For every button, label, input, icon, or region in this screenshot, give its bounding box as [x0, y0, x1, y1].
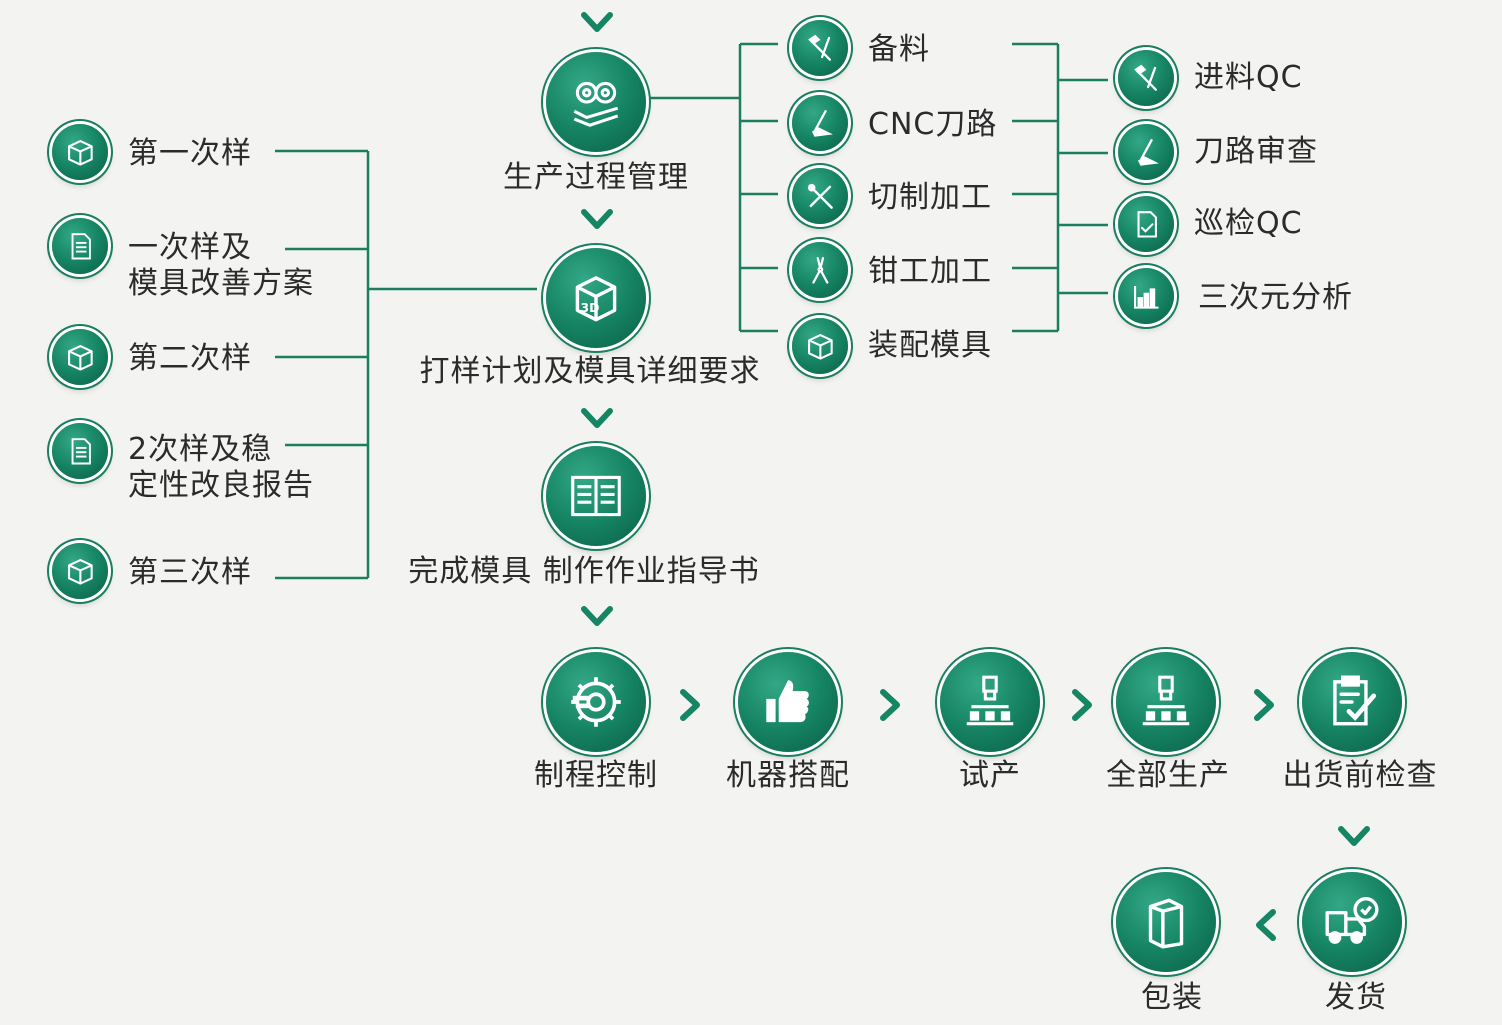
document-icon — [52, 218, 108, 274]
process-item — [792, 242, 848, 298]
arrow-right-icon — [1252, 688, 1278, 722]
qc-label: 进料QC — [1194, 60, 1303, 95]
pliers-icon — [792, 242, 848, 298]
gear-arrow-icon — [546, 652, 646, 752]
checklist-icon — [1118, 196, 1174, 252]
box-icon — [52, 543, 108, 599]
sample-label: 定性改良报告 — [128, 468, 314, 503]
sample-item — [52, 124, 108, 180]
node-label: 完成模具 制作作业指导书 — [408, 554, 760, 589]
box-icon — [52, 329, 108, 385]
truck-check-icon — [1302, 872, 1402, 972]
chart-icon — [1118, 268, 1174, 324]
sample-label: 第二次样 — [128, 341, 252, 376]
sample-item — [52, 329, 108, 385]
qc-label: 刀路审查 — [1194, 134, 1318, 169]
process-label: 钳工加工 — [868, 254, 992, 289]
arrow-down-icon — [580, 406, 614, 432]
arrow-left-icon — [1252, 908, 1278, 942]
arrow-right-icon — [878, 688, 904, 722]
production-line-icon — [1116, 652, 1216, 752]
node-label: 打样计划及模具详细要求 — [419, 354, 761, 389]
document-icon — [52, 423, 108, 479]
qc-item — [1118, 196, 1174, 252]
final-packaging — [1116, 872, 1216, 972]
flow-trial-production — [940, 652, 1040, 752]
process-item — [792, 318, 848, 374]
flow-process-control — [546, 652, 646, 752]
box-icon — [792, 318, 848, 374]
hammer-icon — [792, 20, 848, 76]
flow-full-production — [1116, 652, 1216, 752]
svg-text:3D: 3D — [581, 300, 600, 315]
arrow-right-icon — [1070, 688, 1096, 722]
flow-label: 出货前检查 — [1282, 758, 1438, 793]
process-item — [792, 168, 848, 224]
flow-pre-shipment-inspection — [1302, 652, 1402, 752]
flow-machine-setup — [738, 652, 838, 752]
process-label: 切制加工 — [868, 180, 992, 215]
sample-label: 2次样及稳 — [128, 432, 273, 467]
cube-3d-icon: 3D — [546, 248, 646, 348]
thumbs-up-icon — [738, 652, 838, 752]
sample-item — [52, 218, 108, 274]
open-book-icon — [546, 446, 646, 546]
sample-item — [52, 423, 108, 479]
hammer-icon — [1118, 50, 1174, 106]
package-icon — [1116, 872, 1216, 972]
node-sample-plan: 3D — [546, 248, 646, 348]
final-label: 包装 — [1141, 980, 1203, 1015]
sample-label: 模具改善方案 — [128, 266, 314, 301]
final-label: 发货 — [1325, 980, 1387, 1015]
sample-label: 第一次样 — [128, 136, 252, 171]
qc-item — [1118, 268, 1174, 324]
process-label: 备料 — [868, 32, 930, 67]
final-shipping — [1302, 872, 1402, 972]
flow-label: 全部生产 — [1106, 758, 1230, 793]
cross-tools-icon — [792, 168, 848, 224]
process-item — [792, 95, 848, 151]
flow-label: 机器搭配 — [726, 758, 850, 793]
arrow-down-icon — [1337, 824, 1371, 850]
box-icon — [52, 124, 108, 180]
node-label: 生产过程管理 — [503, 160, 689, 195]
sample-label: 一次样及 — [128, 230, 252, 265]
process-item — [792, 20, 848, 76]
qc-item — [1118, 124, 1174, 180]
pen-tool-icon — [792, 95, 848, 151]
flow-label: 制程控制 — [534, 758, 658, 793]
qc-label: 三次元分析 — [1198, 280, 1353, 315]
process-label: CNC刀路 — [868, 107, 998, 142]
node-work-instructions — [546, 446, 646, 546]
arrow-down-icon — [580, 604, 614, 630]
qc-label: 巡检QC — [1194, 206, 1303, 241]
arrow-down-icon — [580, 10, 614, 36]
gears-hand-icon — [546, 52, 646, 152]
production-line-icon — [940, 652, 1040, 752]
arrow-down-icon — [580, 207, 614, 233]
pen-tool-icon — [1118, 124, 1174, 180]
sample-label: 第三次样 — [128, 555, 252, 590]
flow-label: 试产 — [959, 758, 1021, 793]
clipboard-check-icon — [1302, 652, 1402, 752]
qc-item — [1118, 50, 1174, 106]
sample-item — [52, 543, 108, 599]
arrow-right-icon — [678, 688, 704, 722]
node-production-management — [546, 52, 646, 152]
process-label: 装配模具 — [868, 328, 992, 363]
